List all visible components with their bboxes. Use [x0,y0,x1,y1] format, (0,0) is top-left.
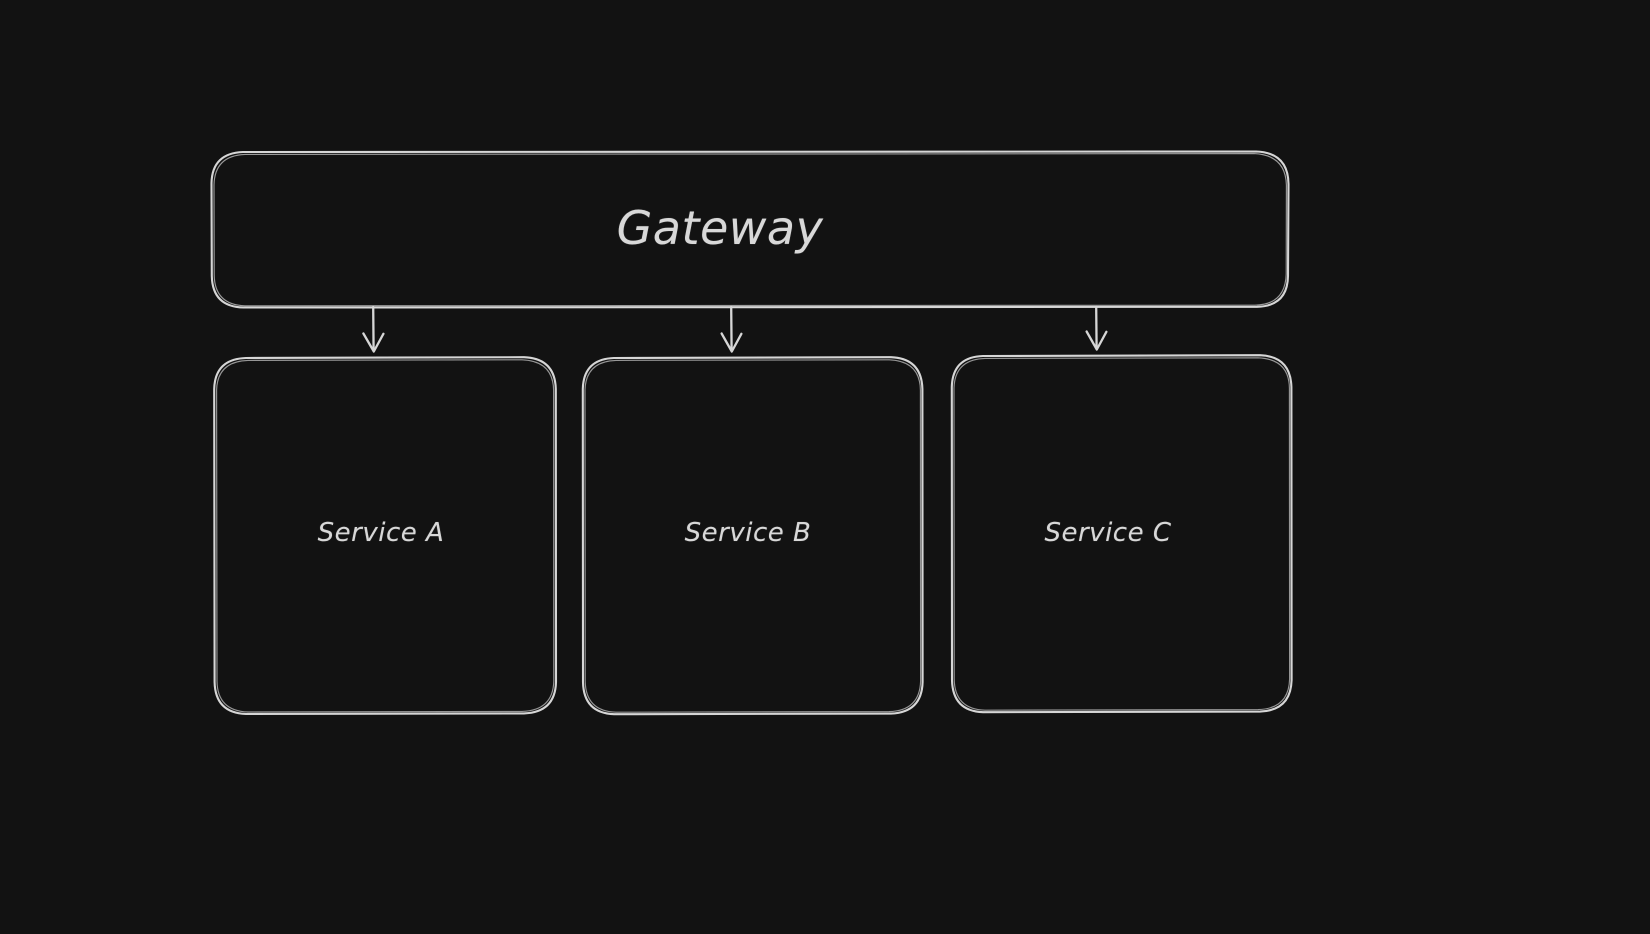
edge-gateway-to-service-a[interactable] [362,305,385,353]
service-c-node-shape[interactable] [950,354,1293,714]
edge-gateway-to-service-c[interactable] [1085,305,1108,351]
gateway-node-shape[interactable] [210,150,1290,309]
edge-gateway-to-service-b[interactable] [720,305,743,353]
service-b-node-shape[interactable] [581,356,924,716]
service-a-node-shape[interactable] [213,356,558,716]
